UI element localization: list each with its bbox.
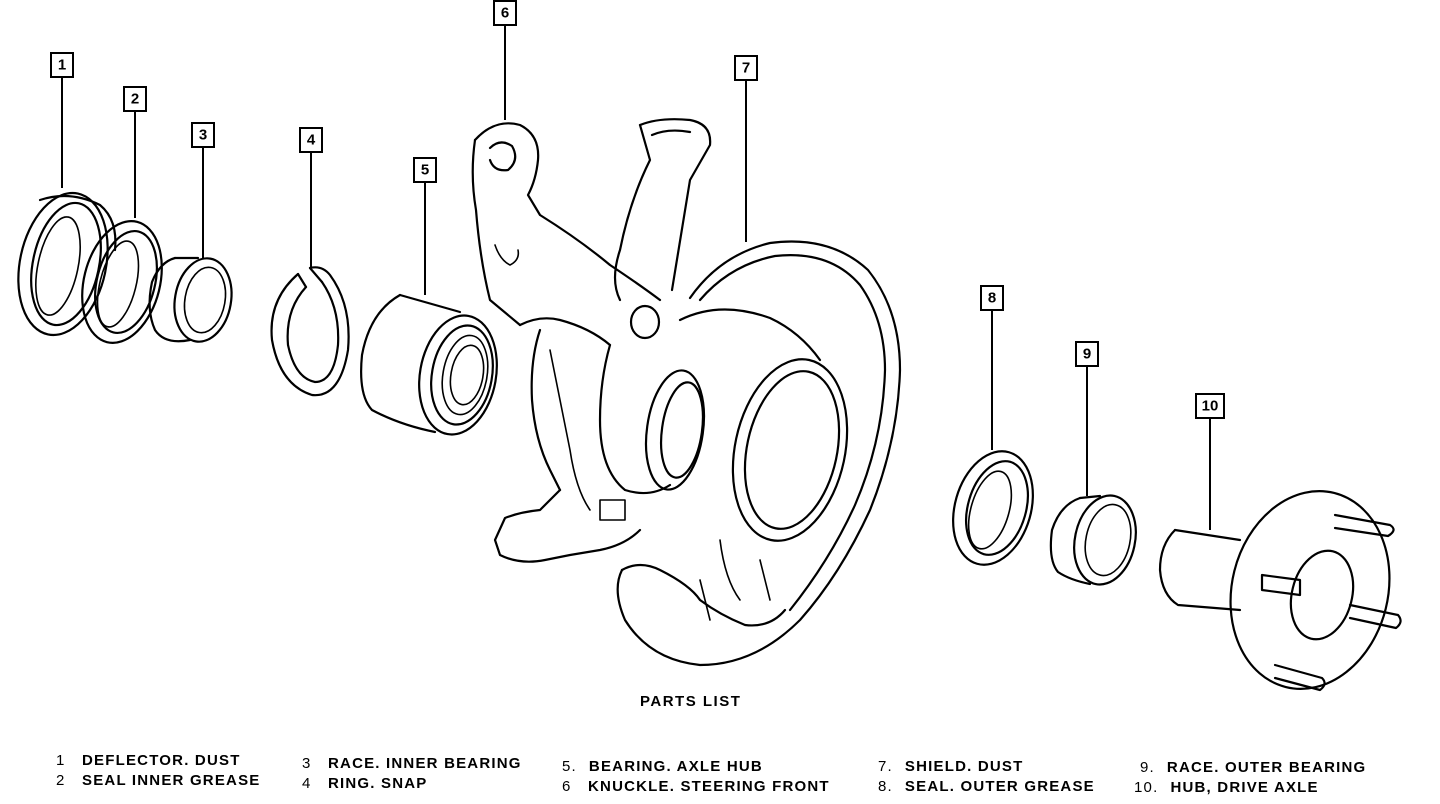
parts-list-item: 7.SHIELD. DUST (878, 758, 1024, 775)
parts-list-title: PARTS LIST (640, 693, 742, 710)
svg-text:6: 6 (501, 5, 509, 22)
part-inner-grease-seal (81, 220, 163, 344)
callout-8: 8 (980, 285, 1004, 311)
parts-list-item: 5.BEARING. AXLE HUB (562, 758, 763, 775)
callout-7: 7 (734, 55, 758, 81)
callout-1: 1 (50, 52, 74, 78)
svg-text:4: 4 (307, 132, 316, 149)
part-drive-axle-hub (1158, 490, 1402, 692)
parts-list-item: 10.HUB, DRIVE AXLE (1134, 779, 1319, 796)
part-snap-ring (270, 266, 350, 397)
part-outer-bearing-race (1049, 494, 1137, 586)
svg-text:10: 10 (1202, 398, 1219, 415)
svg-text:2: 2 (131, 91, 139, 108)
callout-10: 10 (1195, 393, 1225, 419)
callout-2: 2 (123, 86, 147, 112)
parts-list-item: 9.RACE. OUTER BEARING (1140, 759, 1367, 776)
callout-6: 6 (493, 0, 517, 26)
svg-text:5: 5 (421, 162, 429, 179)
part-steering-knuckle (471, 118, 712, 563)
part-outer-grease-seal (952, 450, 1034, 566)
svg-text:3: 3 (199, 127, 207, 144)
svg-text:7: 7 (742, 60, 750, 77)
callout-3: 3 (191, 122, 215, 148)
callout-4: 4 (299, 127, 323, 153)
part-dust-deflector (17, 191, 117, 337)
part-inner-bearing-race (148, 256, 233, 343)
parts-list-item: 8.SEAL. OUTER GREASE (878, 778, 1095, 795)
callout-5: 5 (413, 157, 437, 183)
part-dust-shield (616, 240, 902, 667)
leader-lines (61, 25, 1211, 530)
callout-9: 9 (1075, 341, 1099, 367)
part-axle-hub-bearing (360, 293, 498, 436)
svg-text:9: 9 (1083, 346, 1091, 363)
svg-text:8: 8 (988, 290, 996, 307)
svg-text:1: 1 (58, 57, 66, 74)
